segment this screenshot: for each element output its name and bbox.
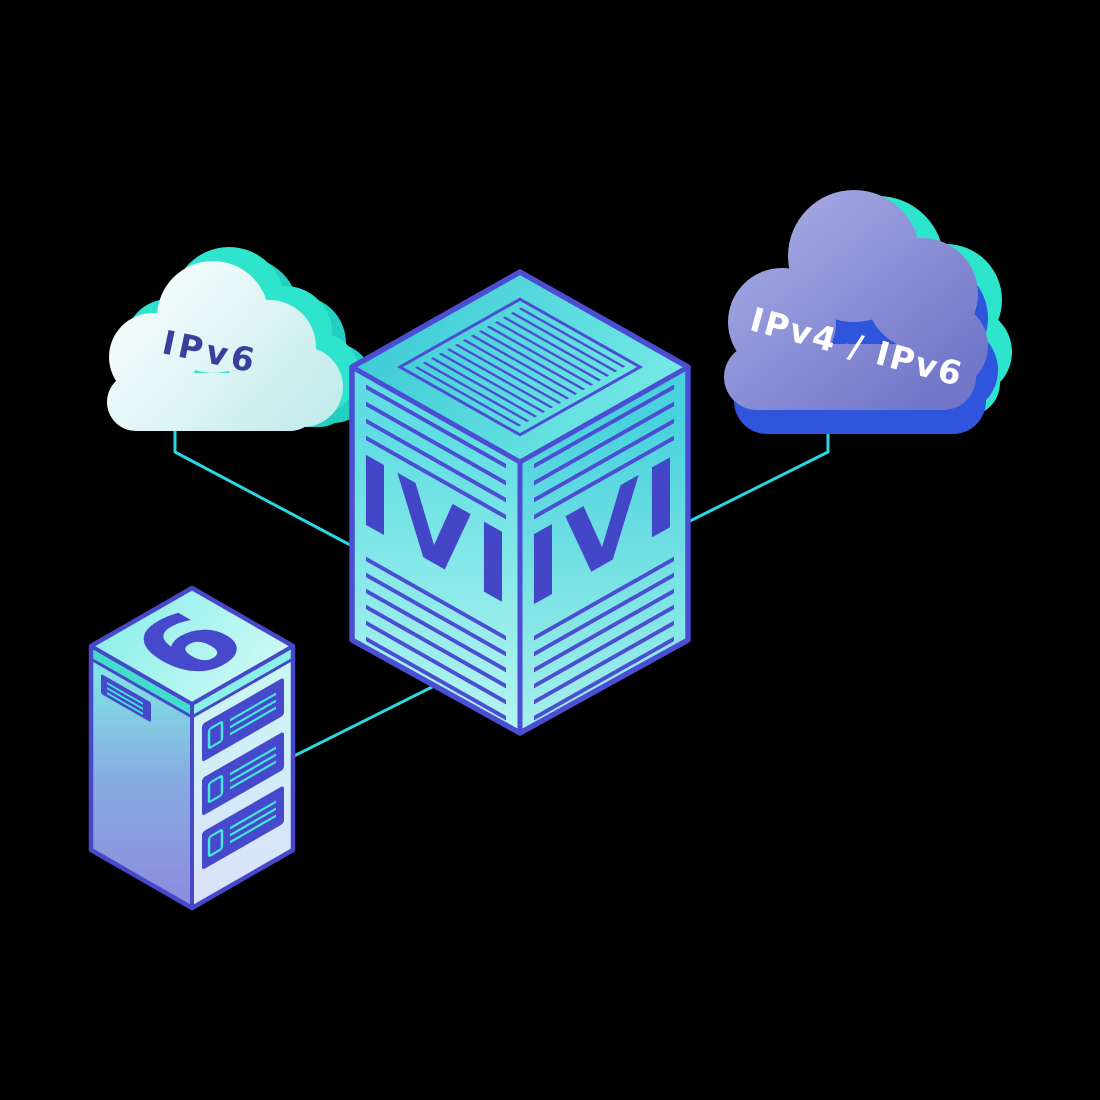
- ivi-box-left-stripes: [366, 384, 506, 721]
- server-drawer-panels: [202, 678, 284, 869]
- ivi-box-top-stripes: [414, 307, 626, 427]
- server-lid-rim-left: [91, 646, 192, 717]
- ivi-translator-box-icon: IVI IVI: [349, 269, 691, 736]
- server-vent: [101, 674, 151, 722]
- ivi-box-left-face: [352, 367, 520, 733]
- ivi-box-edges: [349, 269, 691, 736]
- server-edges: [88, 585, 296, 911]
- ipv4-ipv6-cloud-icon: IPv4 / IPv6: [724, 190, 1012, 434]
- server-lid-rim-right: [192, 646, 293, 717]
- ipv6-server-rack-icon: 6: [88, 585, 296, 911]
- ivi-box-top-label-panel: [397, 297, 643, 437]
- ivi-box-right-face: [520, 367, 688, 733]
- ipv6-cloud-icon: IPv6: [107, 247, 373, 431]
- server-left-face: [91, 659, 192, 908]
- ivi-box-right-stripes: [534, 384, 674, 721]
